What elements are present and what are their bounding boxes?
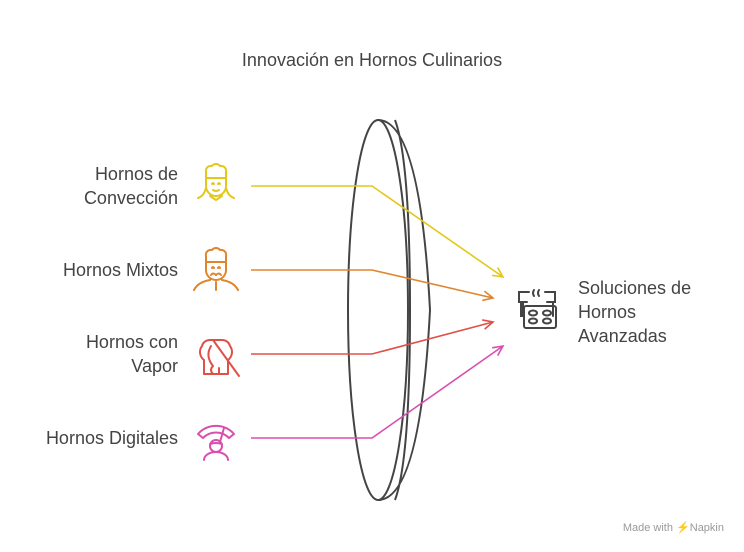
- connector-arrow-1: [251, 269, 494, 299]
- input-label-3: Hornos Digitales: [45, 428, 178, 448]
- arrowhead-3: [492, 344, 505, 356]
- footer-watermark: Made with ⚡Napkin: [622, 522, 724, 534]
- connector-arrow-3: [251, 345, 504, 439]
- lens: [347, 119, 432, 501]
- connector-arrow-0: [251, 185, 504, 278]
- arrowhead-1: [482, 290, 495, 302]
- male-chef-icon: [193, 247, 239, 291]
- digital-chef-icon: [197, 424, 235, 461]
- arrowhead-2: [482, 319, 495, 330]
- input-label-1: Hornos Mixtos: [62, 260, 178, 280]
- stovetop-icon: [518, 289, 557, 329]
- arrowhead-0: [492, 267, 505, 279]
- female-chef-icon: [197, 163, 235, 201]
- connector-arrow-2: [251, 321, 494, 355]
- diagram-title: Innovación en Hornos Culinarios: [241, 50, 503, 70]
- chef-hat-spatula-icon: [199, 339, 240, 377]
